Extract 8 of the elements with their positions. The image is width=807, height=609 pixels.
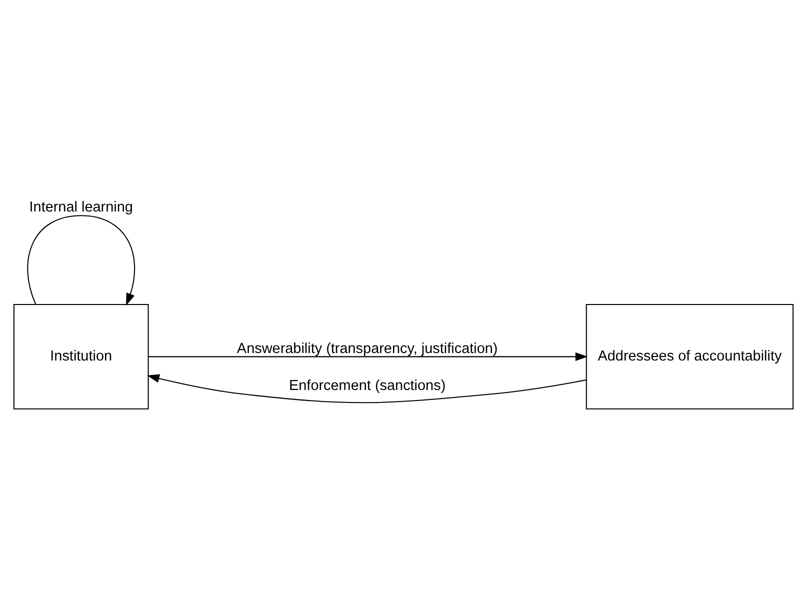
arrow <box>148 352 588 362</box>
arrow <box>146 374 586 404</box>
edge-label: Internal learning <box>29 200 133 216</box>
edge-label: Answerability (transparency, justification) <box>236 340 498 357</box>
arrow <box>27 215 136 306</box>
edge-label: Enforcement (sanctions) <box>289 378 446 394</box>
node-box: Addressees of accountability <box>586 304 794 410</box>
node-box: Institution <box>13 304 149 410</box>
